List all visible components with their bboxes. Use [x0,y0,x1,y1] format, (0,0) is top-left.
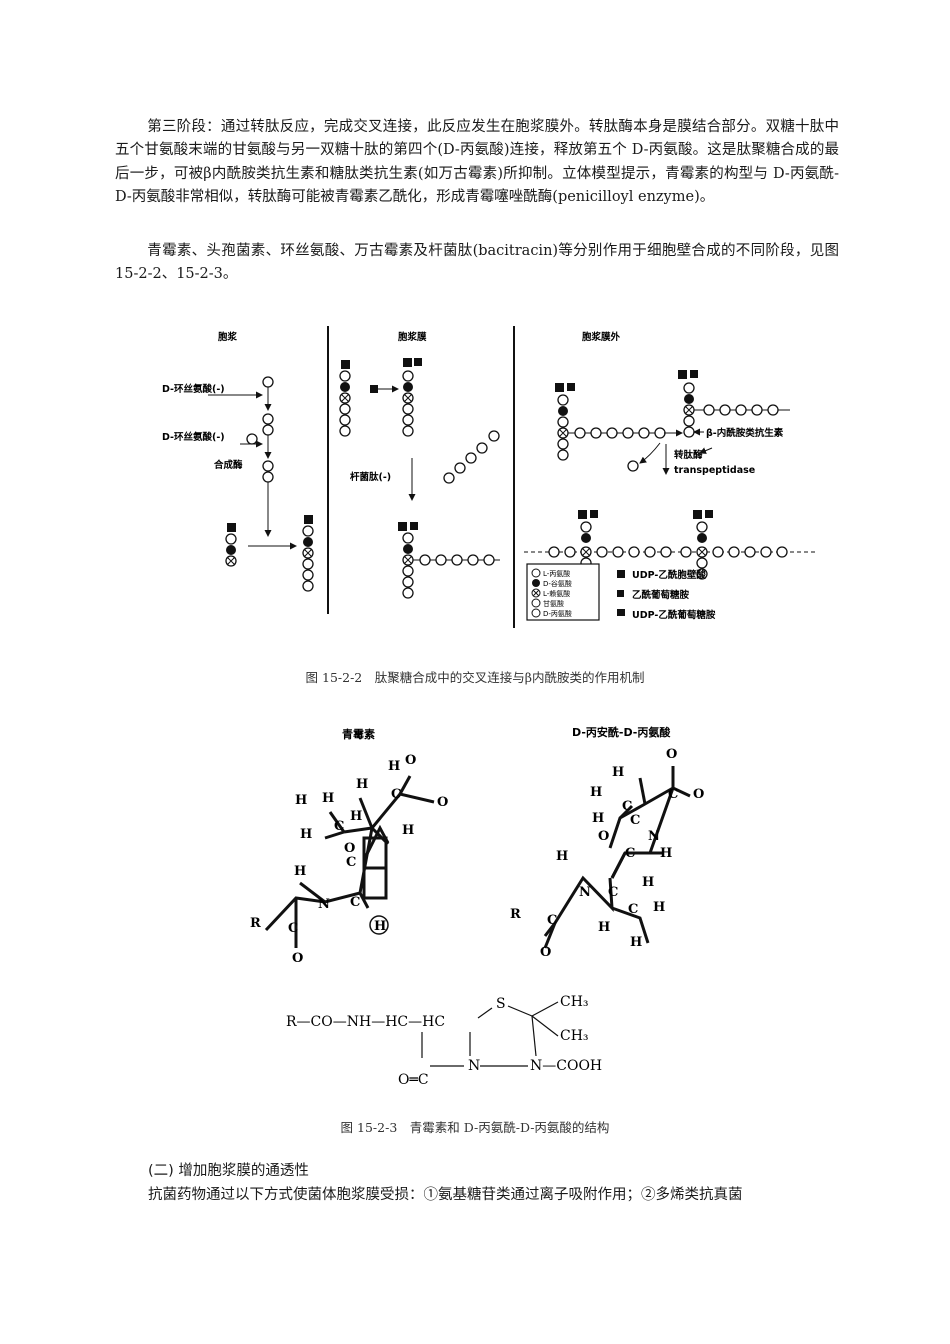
atom-o-left: O [292,951,303,966]
atom-o-right4: O [693,787,704,802]
section-text: 抗菌药物通过以下方式使菌体胞浆膜受损：①氨基糖苷类通过离子吸附作用；②多烯类抗真… [148,1187,743,1203]
atom-h-right6: H [660,846,672,861]
atom-h-right: H [402,823,414,838]
atom-h-right8: H [612,765,624,780]
legend-l-ala: L-丙氨酸 [543,569,570,578]
title-penicillin: 青霉素 [342,727,375,741]
legend-glcnac: 乙酰葡萄糖胺 [632,589,690,601]
atom-h-right9: H [592,811,604,826]
col-label-outside: 胞浆膜外 [581,331,621,343]
label-cycloserine-1: D-环丝氨酸(-) [162,383,225,395]
formula-c-eq-o: O═C [398,1072,429,1088]
atom-h-mid: H [350,809,362,824]
atom-h-top2: H [388,759,400,774]
atom-h-methyl2: H [322,791,334,806]
atom-h-circled: H [374,919,386,934]
paragraph-drug-stages: 青霉素、头孢菌素、环丝氨酸、万古霉素及杆菌肽(bacitracin)等分别作用于… [115,243,839,283]
atom-c-methyl: C [334,819,344,834]
atom-c-right3: C [628,902,638,917]
label-beta-lactam: β-内酰胺类抗生素 [706,427,784,439]
atom-h-right4: H [598,920,610,935]
legend-l-lys: L-赖氨酸 [543,589,570,598]
atom-c-carbonyl: C [346,855,356,870]
atom-h-right3: H [653,900,665,915]
atom-n-right2: N [648,829,660,844]
atom-c-right4: C [625,846,635,861]
atom-o-right2: O [598,829,609,844]
atom-h-right1: H [556,849,568,864]
atom-h-right7: H [590,785,602,800]
figure2-caption: 图 15-2-3 青霉素和 D-丙氨酰-D-丙氨酸的结构 [340,1120,610,1135]
formula-chain: R—CO—NH—HC—HC [286,1014,445,1030]
figure-peptidoglycan-crosslink: 胞浆 胞浆膜 胞浆膜外 D-环丝氨酸(-) D-环丝氨酸(-) 合成酶 [162,326,818,628]
formula-ch3-top: CH₃ [560,994,589,1010]
legend-d-ala: D-丙氨酸 [543,609,572,618]
formula-s: S [496,996,506,1012]
atom-o-right3: O [666,747,677,762]
atom-o-carbonyl: O [344,841,355,856]
col-label-cytoplasm: 胞浆 [217,331,238,343]
atom-h-top1: H [356,777,368,792]
atom-c-right2: C [608,885,618,900]
figure-penicillin-structure: 青霉素 D-丙安酰-D-丙氨酸 H R C O N H C C O H H H … [250,725,704,1088]
atom-c-right7: C [668,787,678,802]
atom-c-right5: C [630,813,640,828]
atom-n-right: N [579,885,591,900]
atom-h-methyl1: H [295,793,307,808]
atom-c-right1: C [547,913,557,928]
atom-c-top: C [391,787,401,802]
formula-ch3-bottom: CH₃ [560,1028,589,1044]
atom-c-ring: C [350,895,360,910]
section-heading: (二) 增加胞浆膜的通透性 [148,1163,309,1179]
atom-r-right: R [510,907,521,922]
label-transpeptidase-cn: 转肽酶 [674,449,703,461]
atom-r-left: R [250,916,261,931]
title-d-ala-d-ala: D-丙安酰-D-丙氨酸 [572,725,671,739]
label-transpeptidase-en: transpeptidase [674,465,755,476]
atom-c-right6: C [622,799,632,814]
atom-o-right1: O [540,945,551,960]
atom-h-n: H [294,864,306,879]
atom-c-left: C [288,921,298,936]
label-cycloserine-2: D-环丝氨酸(-) [162,431,225,443]
col-label-membrane: 胞浆膜 [397,331,427,343]
atom-h-methyl3: H [300,827,312,842]
paragraph-stage-three: 第三阶段：通过转肽反应，完成交叉连接，此反应发生在胞浆膜外。转肽酶本身是膜结合部… [115,119,839,206]
legend-udp-murnac: UDP-乙酰胞壁酸 [632,569,706,581]
label-synthase: 合成酶 [214,459,243,471]
formula-n: N [468,1058,480,1074]
atom-n-left: N [318,897,330,912]
legend-d-glu: D-谷氨酸 [543,579,572,588]
d-ala-d-ala-skeleton [543,766,691,949]
legend-udp-glcnac: UDP-乙酰葡萄糖胺 [632,609,716,621]
atom-o-top: O [405,753,416,768]
penicillin-skeleton [264,775,435,948]
atom-h-right2: H [642,875,654,890]
legend-gly: 甘氨酸 [543,599,564,608]
atom-h-right5: H [630,935,642,950]
label-bacitracin: 杆菌肽(-) [350,471,391,483]
atom-o-carboxyl: O [437,795,448,810]
formula-n-cooh: N—COOH [530,1058,602,1074]
figure1-caption: 图 15-2-2 肽聚糖合成中的交叉连接与β内酰胺类的作用机制 [305,670,645,685]
